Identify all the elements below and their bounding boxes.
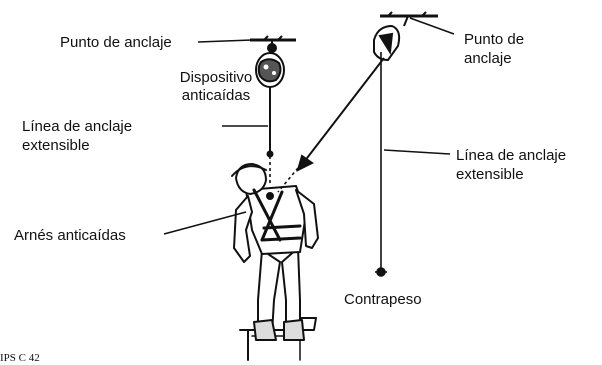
worker-figure [231,163,319,361]
label-harness: Arnés anticaídas [14,227,126,244]
label-lifeline-left-line2: extensible [22,137,90,154]
label-lifeline-right-line1: Línea de anclaje [456,147,566,164]
right-lifeline [375,52,387,277]
fall-arrest-device [255,52,285,92]
label-anchor-right-line1: Punto de [464,31,524,48]
right-anchor-point [380,11,438,27]
label-anchor-left: Punto de anclaje [60,34,172,51]
harness-connector-dashed [277,167,299,193]
label-device-line1: Dispositivo [180,69,253,86]
diagonal-lanyard [296,57,385,172]
label-lifeline-left-line1: Línea de anclaje [22,118,132,135]
left-anchor-point [250,35,296,54]
label-anchor-right-line2: anclaje [464,50,512,67]
figure-code: IPS C 42 [0,352,40,364]
label-device-line2: anticaídas [182,87,250,104]
left-lifeline [266,92,274,186]
label-lifeline-right-line2: extensible [456,166,524,183]
label-counterweight: Contrapeso [344,291,422,308]
right-fall-arrest-device [373,24,401,62]
leader-lines [163,17,455,235]
